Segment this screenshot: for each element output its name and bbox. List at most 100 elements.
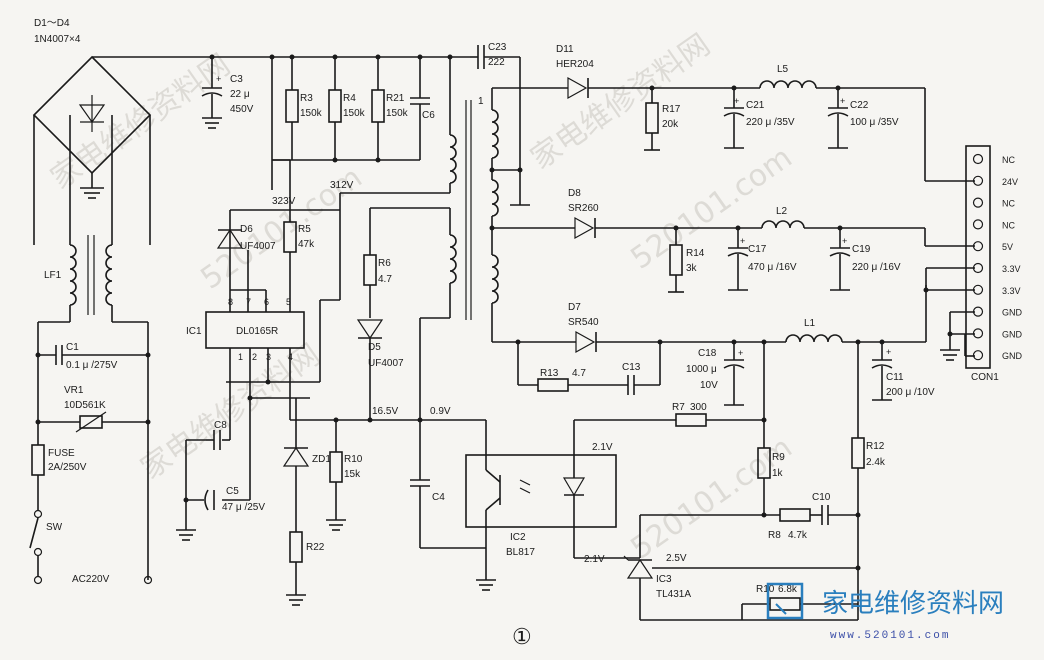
r4-value: 150k xyxy=(343,108,366,119)
connector-pin-label: NC xyxy=(1002,199,1015,209)
voltage-2-1b: 2.1V xyxy=(584,554,605,565)
transformer: 1 xyxy=(370,88,523,420)
c23-label: C23 xyxy=(488,42,507,53)
r5-value: 47k xyxy=(298,239,315,250)
watermark-url: 520101.com xyxy=(625,140,799,277)
d5-label: D5 xyxy=(368,342,381,353)
logo-sub: www.520101.com xyxy=(830,630,950,642)
ic1-pin-1: 1 xyxy=(238,352,243,362)
svg-text:+: + xyxy=(216,74,221,84)
r10b-value: 15k xyxy=(344,469,361,480)
r4-label: R4 xyxy=(343,93,356,104)
vr1-label: VR1 xyxy=(64,385,84,396)
c23-value: 222 xyxy=(488,57,505,68)
output-24v: D11 HER204 R17 20k + C21 220 μ /35V L5 +… xyxy=(492,44,975,182)
ic3-part: TL431A xyxy=(656,589,691,600)
r8-value: 4.7k xyxy=(788,530,808,541)
c17-value: 470 μ /16V xyxy=(748,262,797,273)
r13-label: R13 xyxy=(540,368,559,379)
l5-label: L5 xyxy=(777,64,789,75)
c4-label: C4 xyxy=(432,492,445,503)
connector-pin-label: NC xyxy=(1002,220,1015,230)
hv-rail: + C3 22 μ 450V R3 150k R4 150k R21 150k … xyxy=(201,54,457,300)
r10-value: 6.8k xyxy=(778,584,798,595)
c18-voltage: 10V xyxy=(700,380,718,391)
sw-label: SW xyxy=(46,522,63,533)
connector-name: CON1 xyxy=(971,372,999,383)
connector-pin-label: 24V xyxy=(1002,177,1018,187)
voltage-2-1: 2.1V xyxy=(592,442,613,453)
bridge-part: 1N4007×4 xyxy=(34,34,81,45)
output-3v3: D7 SR540 R13 4.7 C13 + C18 1000 μ 10V L1 xyxy=(492,267,975,406)
zd1-label: ZD1 xyxy=(312,454,331,465)
connector-pin-label: 3.3V xyxy=(1002,264,1021,274)
c1-value: 0.1 μ /275V xyxy=(66,360,118,371)
ic1-pin-5: 5 xyxy=(286,297,291,307)
c10-label: C10 xyxy=(812,492,831,503)
d11-part: HER204 xyxy=(556,59,594,70)
r17-label: R17 xyxy=(662,104,681,115)
logo-main: 家电维修资料网 xyxy=(822,589,1004,619)
c18-label: C18 xyxy=(698,348,717,359)
r7-value: 300 xyxy=(690,402,707,413)
ic1-controller: IC1 DL0165R 8 7 6 5 1 2 3 4 D6 UF4007 R5… xyxy=(186,159,340,500)
d7-label: D7 xyxy=(568,302,581,313)
connector-pin-label: GND xyxy=(1002,329,1023,339)
r6-label: R6 xyxy=(378,258,391,269)
connector-pin xyxy=(972,241,984,252)
r9-value: 1k xyxy=(772,468,784,479)
c22-value: 100 μ /35V xyxy=(850,117,899,128)
r21-label: R21 xyxy=(386,93,405,104)
connector-pin-label: NC xyxy=(1002,155,1015,165)
c23-capacitor: C23 222 xyxy=(470,42,530,206)
connector-pin-label: 3.3V xyxy=(1002,286,1021,296)
connector-pin xyxy=(972,306,984,317)
voltage-2-5: 2.5V xyxy=(666,553,687,564)
connector-body xyxy=(965,145,991,369)
c11-value: 200 μ /10V xyxy=(886,387,935,398)
connector-pin-label: 5V xyxy=(1002,242,1013,252)
connector-pin xyxy=(972,197,984,208)
watermark-text: 家电维修资料网 xyxy=(525,27,717,176)
ic2-optocoupler: IC2 BL817 2.1V xyxy=(465,420,617,591)
r6-value: 4.7 xyxy=(378,274,392,285)
svg-text:1: 1 xyxy=(478,96,484,107)
l2-label: L2 xyxy=(776,206,788,217)
svg-text:+: + xyxy=(734,96,739,106)
c21-label: C21 xyxy=(746,100,765,111)
ic3-label: IC3 xyxy=(656,574,672,585)
r22-label: R22 xyxy=(306,542,325,553)
r5-label: R5 xyxy=(298,224,311,235)
voltage-0-9: 0.9V xyxy=(430,406,451,417)
watermark-text: 家电维修资料网 xyxy=(45,47,237,196)
output-5v: D8 SR260 R14 3k + C17 470 μ /16V L2 + C1… xyxy=(492,188,975,293)
r17-value: 20k xyxy=(662,119,679,130)
bridge-label: D1～D4 xyxy=(34,18,70,29)
r13-value: 4.7 xyxy=(572,368,586,379)
c19-label: C19 xyxy=(852,244,871,255)
c17-label: C17 xyxy=(748,244,767,255)
svg-text:+: + xyxy=(740,236,745,246)
d6-label: D6 xyxy=(240,224,253,235)
lf1-label: LF1 xyxy=(44,270,62,281)
c6-label: C6 xyxy=(422,110,435,121)
bridge-rectifier: D1～D4 1N4007×4 xyxy=(32,18,470,199)
voltage-16-5: 16.5V xyxy=(372,406,398,417)
c3-label: C3 xyxy=(230,74,243,85)
r10b-label: R10 xyxy=(344,454,363,465)
c3-voltage: 450V xyxy=(230,104,254,115)
svg-text:+: + xyxy=(842,236,847,246)
d8-part: SR260 xyxy=(568,203,599,214)
r8-label: R8 xyxy=(768,530,781,541)
svg-text:+: + xyxy=(738,348,743,358)
vr1-part: 10D561K xyxy=(64,400,106,411)
c19-value: 220 μ /16V xyxy=(852,262,901,273)
fuse-label: FUSE xyxy=(48,448,75,459)
ic2-part: BL817 xyxy=(506,547,535,558)
r3-label: R3 xyxy=(300,93,313,104)
ic1-pin-2: 2 xyxy=(252,352,257,362)
ic1-support: C8 C5 47 μ /25V ZD1 R22 R10 15k xyxy=(176,398,486,606)
